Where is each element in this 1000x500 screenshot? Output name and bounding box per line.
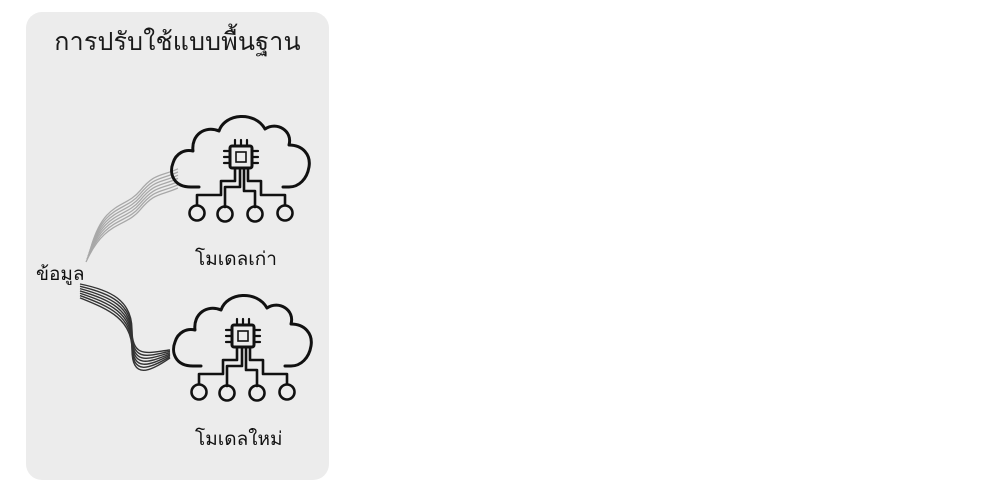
old-flow-strand [88, 177, 179, 254]
data-label: ข้อมูล [36, 263, 85, 285]
old-flow-strand [85, 187, 179, 263]
new-model-icon [172, 293, 313, 402]
diagram-card [26, 12, 329, 480]
old-flow-strand [87, 181, 179, 257]
old-flow-strand [90, 171, 179, 248]
diagram-title: การปรับใช้แบบพื้นฐาน [54, 27, 301, 56]
old-model-icon [170, 114, 311, 223]
new-data-flow [79, 283, 171, 371]
old-flow-strand [86, 184, 179, 260]
old-flow-strand [91, 168, 179, 245]
new-flow-strand [79, 285, 171, 357]
new-model-label: โมเดลใหม่ [195, 428, 283, 450]
old-data-flow [85, 168, 179, 263]
new-flow-strand [79, 297, 171, 371]
old-flow-strand [89, 174, 179, 251]
old-model-label: โมเดลเก่า [195, 248, 277, 270]
